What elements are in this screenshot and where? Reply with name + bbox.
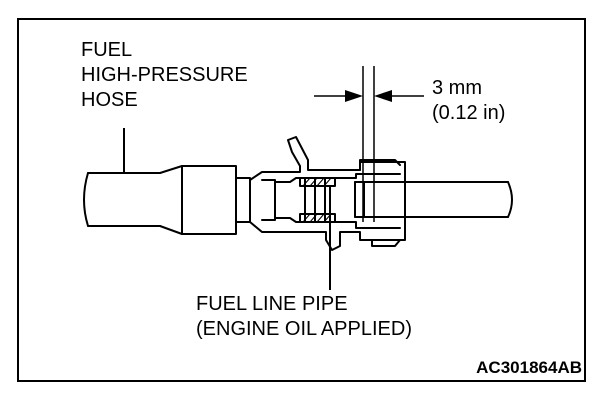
pipe-label: FUEL LINE PIPE (ENGINE OIL APPLIED) <box>196 292 412 342</box>
gap-label-line-2: (0.12 in) <box>432 102 506 124</box>
seal-hatching <box>302 177 332 223</box>
hose-label-line-1: FUEL <box>81 39 133 61</box>
quick-connector <box>249 136 406 251</box>
hose-label: FUEL HIGH-PRESSURE HOSE <box>81 38 248 113</box>
gap-label-line-1: 3 mm <box>432 77 482 99</box>
figure-frame <box>17 18 586 382</box>
figure-code: AC301864AB <box>476 358 582 377</box>
fuel-high-pressure-hose <box>83 165 251 235</box>
pipe-label-line-1: FUEL LINE PIPE <box>196 293 348 315</box>
gap-dimension <box>314 66 424 222</box>
fuel-line-pipe <box>354 181 513 218</box>
hose-label-line-2: HIGH-PRESSURE <box>81 64 248 86</box>
pipe-label-line-2: (ENGINE OIL APPLIED) <box>196 318 412 340</box>
leader-lines <box>123 128 331 290</box>
gap-label: 3 mm (0.12 in) <box>432 76 505 126</box>
hose-label-line-3: HOSE <box>81 89 138 111</box>
